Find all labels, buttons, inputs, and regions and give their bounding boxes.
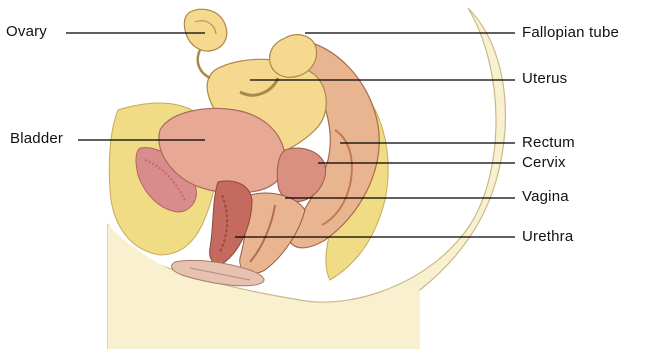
label-fallopian-tube: Fallopian tube [522, 24, 619, 42]
label-urethra: Urethra [522, 228, 573, 246]
label-vagina: Vagina [522, 188, 569, 206]
label-rectum: Rectum [522, 134, 575, 152]
label-cervix: Cervix [522, 154, 566, 172]
ovary-stalk [198, 50, 210, 78]
label-uterus: Uterus [522, 70, 567, 88]
label-ovary: Ovary [6, 23, 47, 41]
label-bladder: Bladder [10, 130, 63, 148]
ovary-organ [184, 9, 226, 51]
